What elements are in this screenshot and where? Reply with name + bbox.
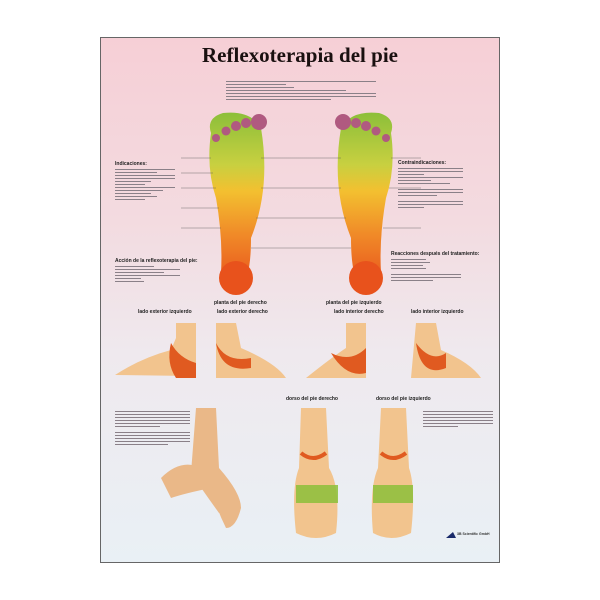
action-heading: Acción de la reflexoterapia del pie:: [115, 258, 198, 264]
label-outer-right: lado exterior derecho: [217, 309, 268, 315]
reactions-heading: Reacciones después del tratamiento:: [391, 251, 480, 257]
hand-text: [115, 411, 190, 447]
dorsum-views: [294, 408, 414, 538]
sole-left-foot: [335, 112, 393, 295]
label-inner-left: lado interior izquierdo: [411, 309, 464, 315]
publisher-name: 3B Scientific GmbH: [457, 532, 490, 536]
label-dorsum-right: dorso del pie derecho: [286, 396, 338, 402]
contraindications-heading: Contraindicaciones:: [398, 160, 447, 166]
sole-right-foot: [209, 112, 267, 295]
label-dorsum-left: dorso del pie izquierdo: [376, 396, 431, 402]
reactions-text: [391, 259, 461, 283]
indications-heading: Indicaciones:: [115, 161, 147, 167]
action-text: [115, 266, 180, 284]
illustrations: [115, 112, 481, 538]
poster-title: Reflexoterapia del pie: [202, 43, 398, 67]
intro-text: [226, 81, 376, 102]
contraindications-text: [398, 168, 463, 210]
label-sole-left: planta del pie izquierdo: [326, 300, 382, 306]
hand-massaging-foot: [161, 408, 241, 528]
indications-text: [115, 169, 175, 202]
label-outer-left: lado exterior izquierdo: [138, 309, 192, 315]
poster: Reflexoterapia del pie Indicaciones: Acc…: [100, 37, 500, 563]
dorsum-text: [423, 411, 493, 429]
label-inner-right: lado interior derecho: [334, 309, 384, 315]
side-views: [115, 323, 481, 378]
publisher-logo: [446, 532, 456, 538]
sole-label-lines: [181, 157, 421, 249]
label-sole-right: planta del pie derecho: [214, 300, 267, 306]
